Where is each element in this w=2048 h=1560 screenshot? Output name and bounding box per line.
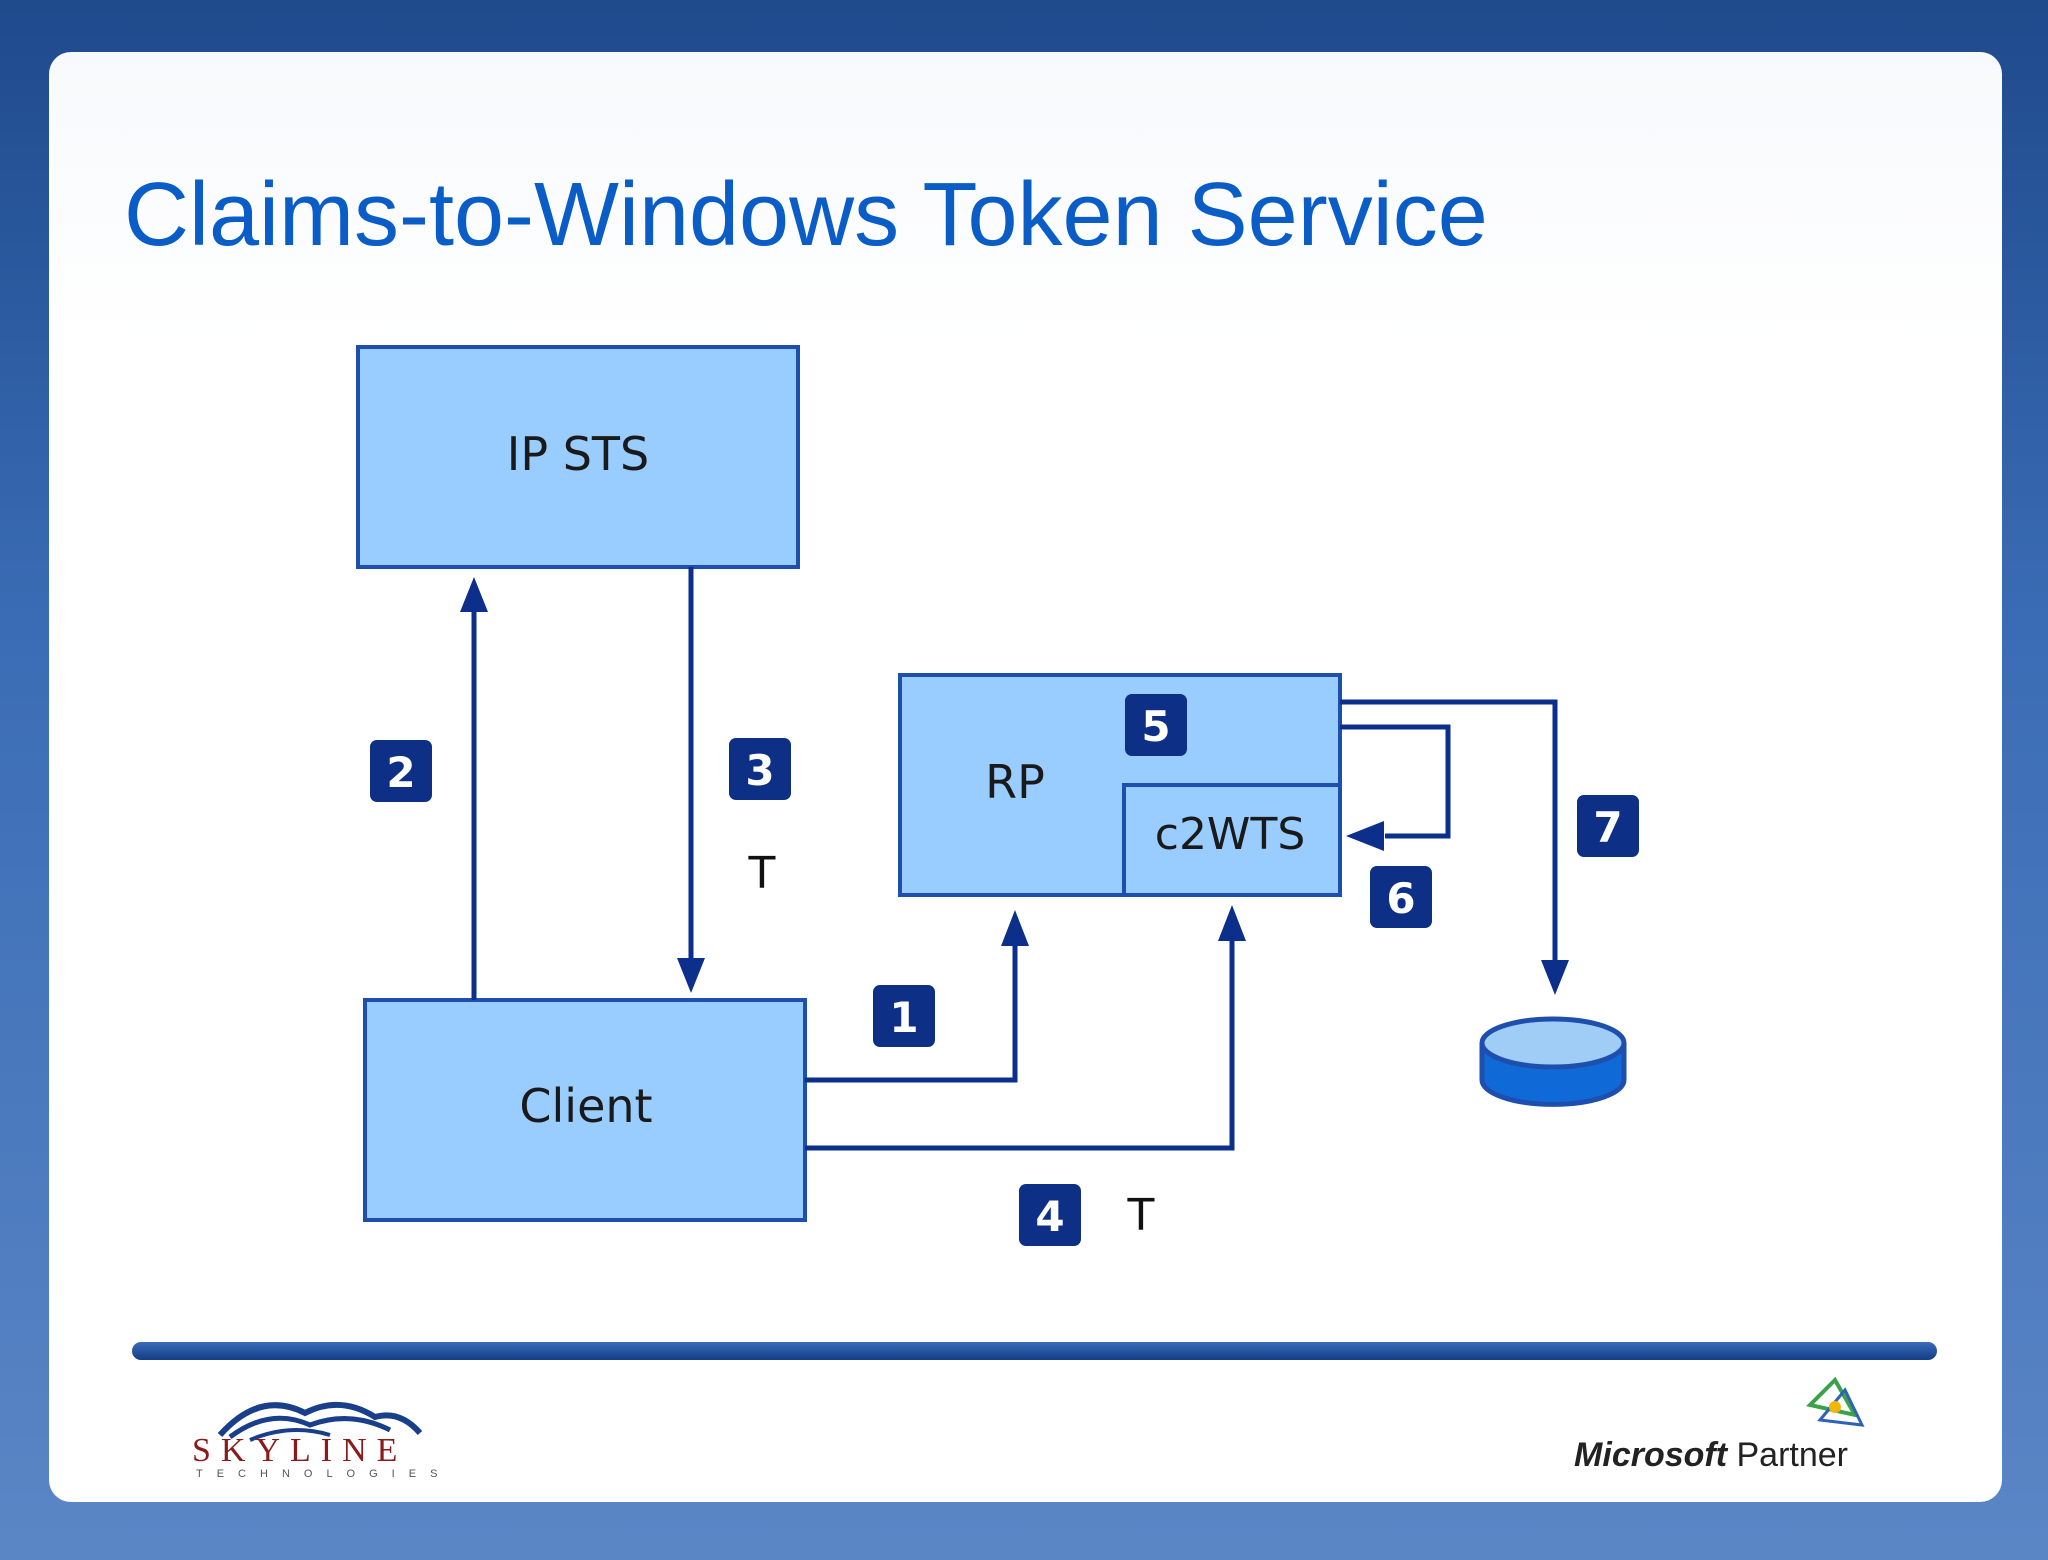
step-badge-2: 2: [370, 740, 432, 802]
arrowhead-step-7: [1541, 960, 1569, 995]
arrow-step-6: [1340, 724, 1451, 839]
arrowhead-step-1: [1001, 910, 1029, 946]
step-badge-3-label: 3: [745, 746, 774, 795]
step-badge-4-label: 4: [1035, 1192, 1064, 1241]
step-badge-5-label: 5: [1141, 702, 1170, 751]
c2wts-label: c2WTS: [1155, 809, 1306, 860]
token-label-step-3: T: [748, 848, 776, 899]
step-badge-6-label: 6: [1386, 874, 1415, 923]
skyline-logo-icon: [217, 1401, 423, 1442]
step-badge-4: 4: [1019, 1184, 1081, 1246]
c2wts-node: c2WTS: [1122, 783, 1342, 897]
step-badge-6: 6: [1370, 866, 1432, 928]
step-badge-1: 1: [873, 985, 935, 1047]
step-badge-1-label: 1: [889, 993, 918, 1042]
arrow-step-4: [805, 930, 1235, 1151]
ip-sts-node: IP STS: [356, 345, 800, 569]
client-node: Client: [363, 998, 807, 1222]
client-label: Client: [519, 1079, 652, 1133]
ip-sts-label: IP STS: [507, 427, 649, 481]
step-badge-7-label: 7: [1593, 803, 1622, 852]
microsoft-partner-logo: Microsoft Partner: [1574, 1436, 1848, 1475]
slide-title: Claims-to-Windows Token Service: [124, 165, 1488, 265]
arrow-step-1: [805, 930, 1018, 1083]
footer-divider: [132, 1342, 1937, 1360]
ms-partner-emblem-icon: [1806, 1376, 1865, 1427]
arrowheads: [460, 577, 1569, 995]
step-badge-5: 5: [1125, 694, 1187, 756]
skyline-subtitle: TECHNOLOGIES: [196, 1468, 452, 1480]
step-badge-3: 3: [729, 738, 791, 800]
step-badge-7: 7: [1577, 795, 1639, 857]
step-badge-2-label: 2: [386, 748, 415, 797]
arrowhead-step-3: [677, 958, 705, 993]
arrow-step-7: [1340, 699, 1558, 962]
arrowhead-step-6: [1346, 821, 1384, 851]
arrowhead-step-4: [1218, 905, 1246, 941]
arrowhead-step-2: [460, 577, 488, 612]
ms-brand: Microsoft: [1574, 1436, 1728, 1474]
database-icon: [1479, 1016, 1627, 1107]
rp-label: RP: [985, 755, 1045, 809]
skyline-name: SKYLINE: [192, 1432, 408, 1469]
token-label-step-4: T: [1127, 1190, 1155, 1241]
ms-partner-text: Partner: [1736, 1436, 1849, 1474]
